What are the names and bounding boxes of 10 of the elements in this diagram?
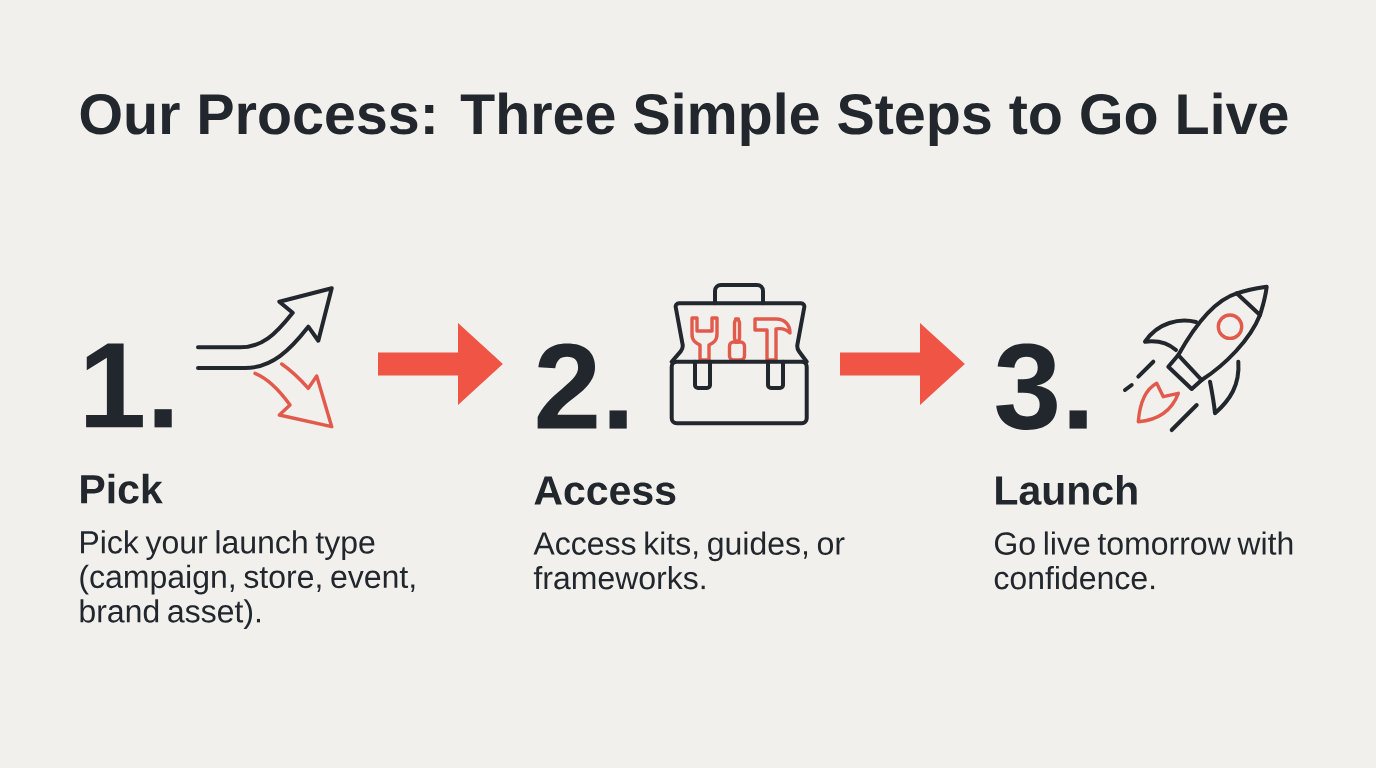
- step-number: 1.: [86, 343, 172, 428]
- step-heading: Pick: [81, 473, 163, 504]
- step-heading: Launch: [996, 474, 1137, 505]
- step-number: 2.: [537, 343, 627, 429]
- step-description: Pick your launch type (campaign, store, event, brand asset).: [80, 530, 415, 629]
- step-number: 3.: [996, 343, 1087, 430]
- title: Our Process: Three Simple Steps to Go Live: [80, 92, 1288, 146]
- step-description: Access kits, guides, or frameworks.: [533, 531, 845, 590]
- step-heading: Access: [534, 476, 676, 505]
- step-description: Go live tomorrow with confidence.: [994, 531, 1293, 590]
